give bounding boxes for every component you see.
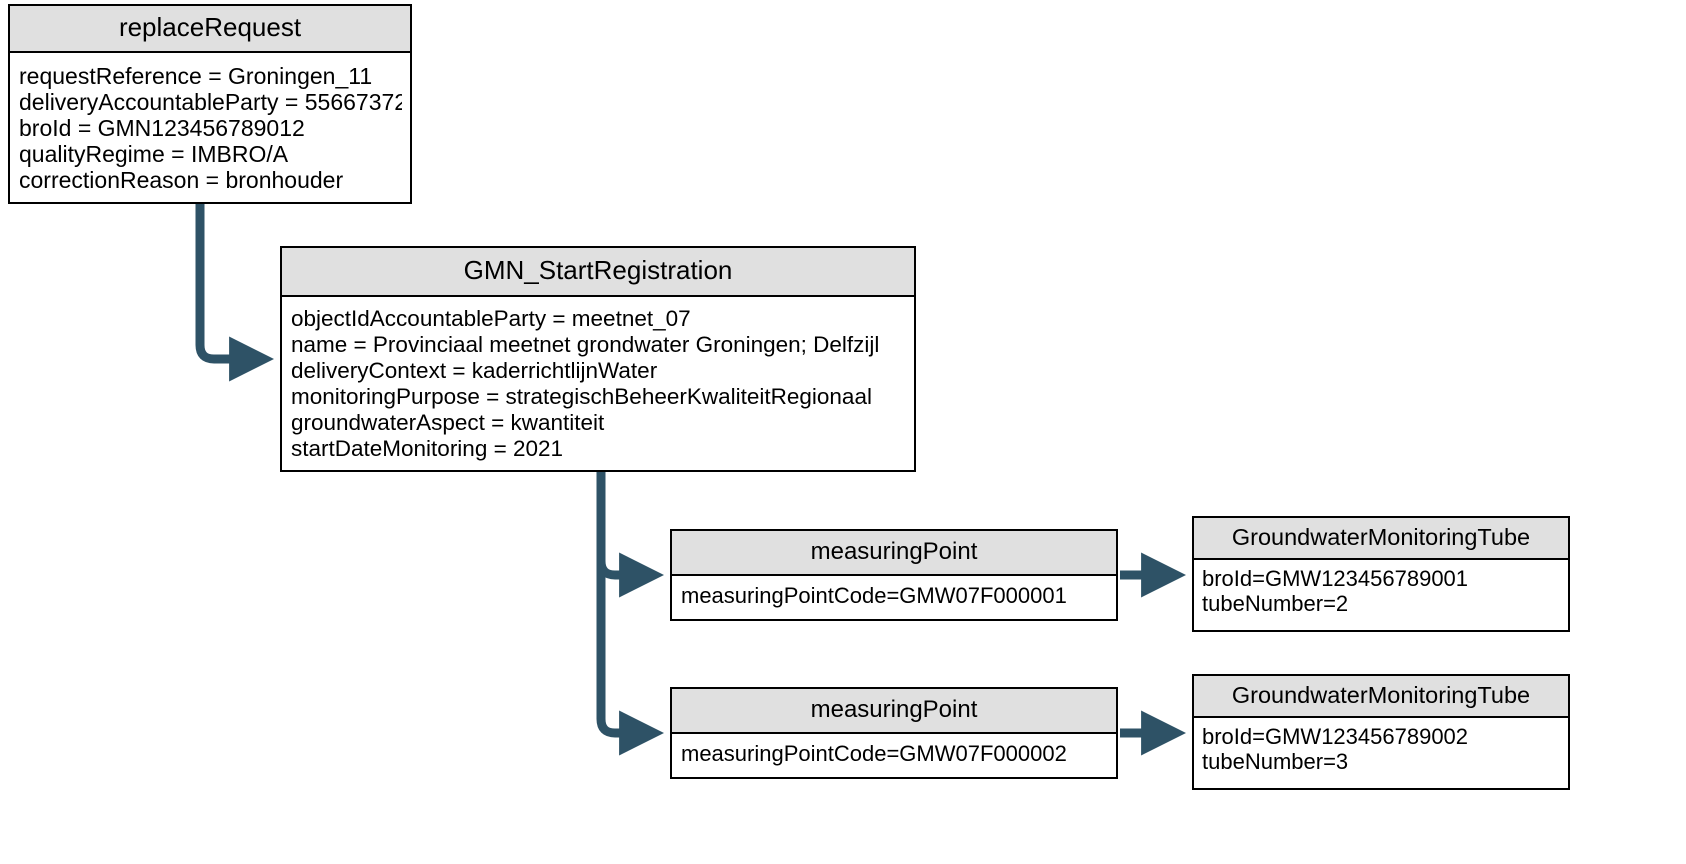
node-groundwater-monitoring-tube-1-header: GroundwaterMonitoringTube xyxy=(1194,518,1568,561)
node-measuring-point-1-attributes: measuringPointCode=GMW07F000001 xyxy=(672,576,1116,617)
attribute-delivery-context: deliveryContext = kaderrichtlijnWater xyxy=(291,357,658,383)
attribute-bro-id: broId=GMW123456789002 xyxy=(1202,724,1469,750)
attribute-request-reference: requestReference = Groningen_11 xyxy=(19,62,373,89)
attribute-bro-id: broId=GMW123456789001 xyxy=(1202,566,1469,592)
attribute-start-date-monitoring: startDateMonitoring = 2021 xyxy=(291,435,564,461)
node-groundwater-monitoring-tube-2[interactable]: GroundwaterMonitoringTube broId=GMW12345… xyxy=(1192,674,1570,790)
attribute-quality-regime: qualityRegime = IMBRO/A xyxy=(19,140,289,167)
node-measuring-point-1[interactable]: measuringPoint measuringPointCode=GMW07F… xyxy=(670,529,1118,621)
connector-gmn-start-registration-to-measuring-point-2 xyxy=(596,472,665,756)
node-groundwater-monitoring-tube-1[interactable]: GroundwaterMonitoringTube broId=GMW12345… xyxy=(1192,516,1570,632)
node-gmn-start-registration[interactable]: GMN_StartRegistration objectIdAccountabl… xyxy=(280,246,916,472)
attribute-tube-number: tubeNumber=3 xyxy=(1202,749,1349,775)
node-measuring-point-1-header: measuringPoint xyxy=(672,531,1116,576)
node-measuring-point-2-attributes: measuringPointCode=GMW07F000002 xyxy=(672,734,1116,775)
connector-replace-request-to-gmn-start-registration xyxy=(195,204,275,382)
node-gmn-start-registration-header: GMN_StartRegistration xyxy=(282,248,914,297)
node-replace-request-header: replaceRequest xyxy=(10,6,410,53)
attribute-tube-number: tubeNumber=2 xyxy=(1202,591,1349,617)
node-replace-request-attributes: requestReference = Groningen_11 delivery… xyxy=(10,53,410,201)
attribute-delivery-accountable-party: deliveryAccountableParty = 55667372 xyxy=(19,88,402,115)
attribute-monitoring-purpose: monitoringPurpose = strategischBeheerKwa… xyxy=(291,383,872,409)
node-replace-request[interactable]: replaceRequest requestReference = Gronin… xyxy=(8,4,412,204)
node-groundwater-monitoring-tube-2-attributes: broId=GMW123456789002 tubeNumber=3 xyxy=(1194,718,1568,782)
node-gmn-start-registration-attributes: objectIdAccountableParty = meetnet_07 na… xyxy=(282,297,914,470)
node-groundwater-monitoring-tube-2-header: GroundwaterMonitoringTube xyxy=(1194,676,1568,719)
attribute-measuring-point-code: measuringPointCode=GMW07F000001 xyxy=(681,583,1067,608)
attribute-correction-reason: correctionReason = bronhouder xyxy=(19,166,344,193)
attribute-groundwater-aspect: groundwaterAspect = kwantiteit xyxy=(291,409,605,435)
node-measuring-point-2[interactable]: measuringPoint measuringPointCode=GMW07F… xyxy=(670,687,1118,779)
node-groundwater-monitoring-tube-1-attributes: broId=GMW123456789001 tubeNumber=2 xyxy=(1194,560,1568,624)
attribute-name: name = Provinciaal meetnet grondwater Gr… xyxy=(291,331,880,357)
attribute-bro-id: broId = GMN123456789012 xyxy=(19,114,305,141)
connector-gmn-start-registration-to-measuring-point-1 xyxy=(596,472,665,598)
attribute-object-id-accountable-party: objectIdAccountableParty = meetnet_07 xyxy=(291,305,691,331)
attribute-measuring-point-code: measuringPointCode=GMW07F000002 xyxy=(681,741,1067,766)
node-measuring-point-2-header: measuringPoint xyxy=(672,689,1116,734)
